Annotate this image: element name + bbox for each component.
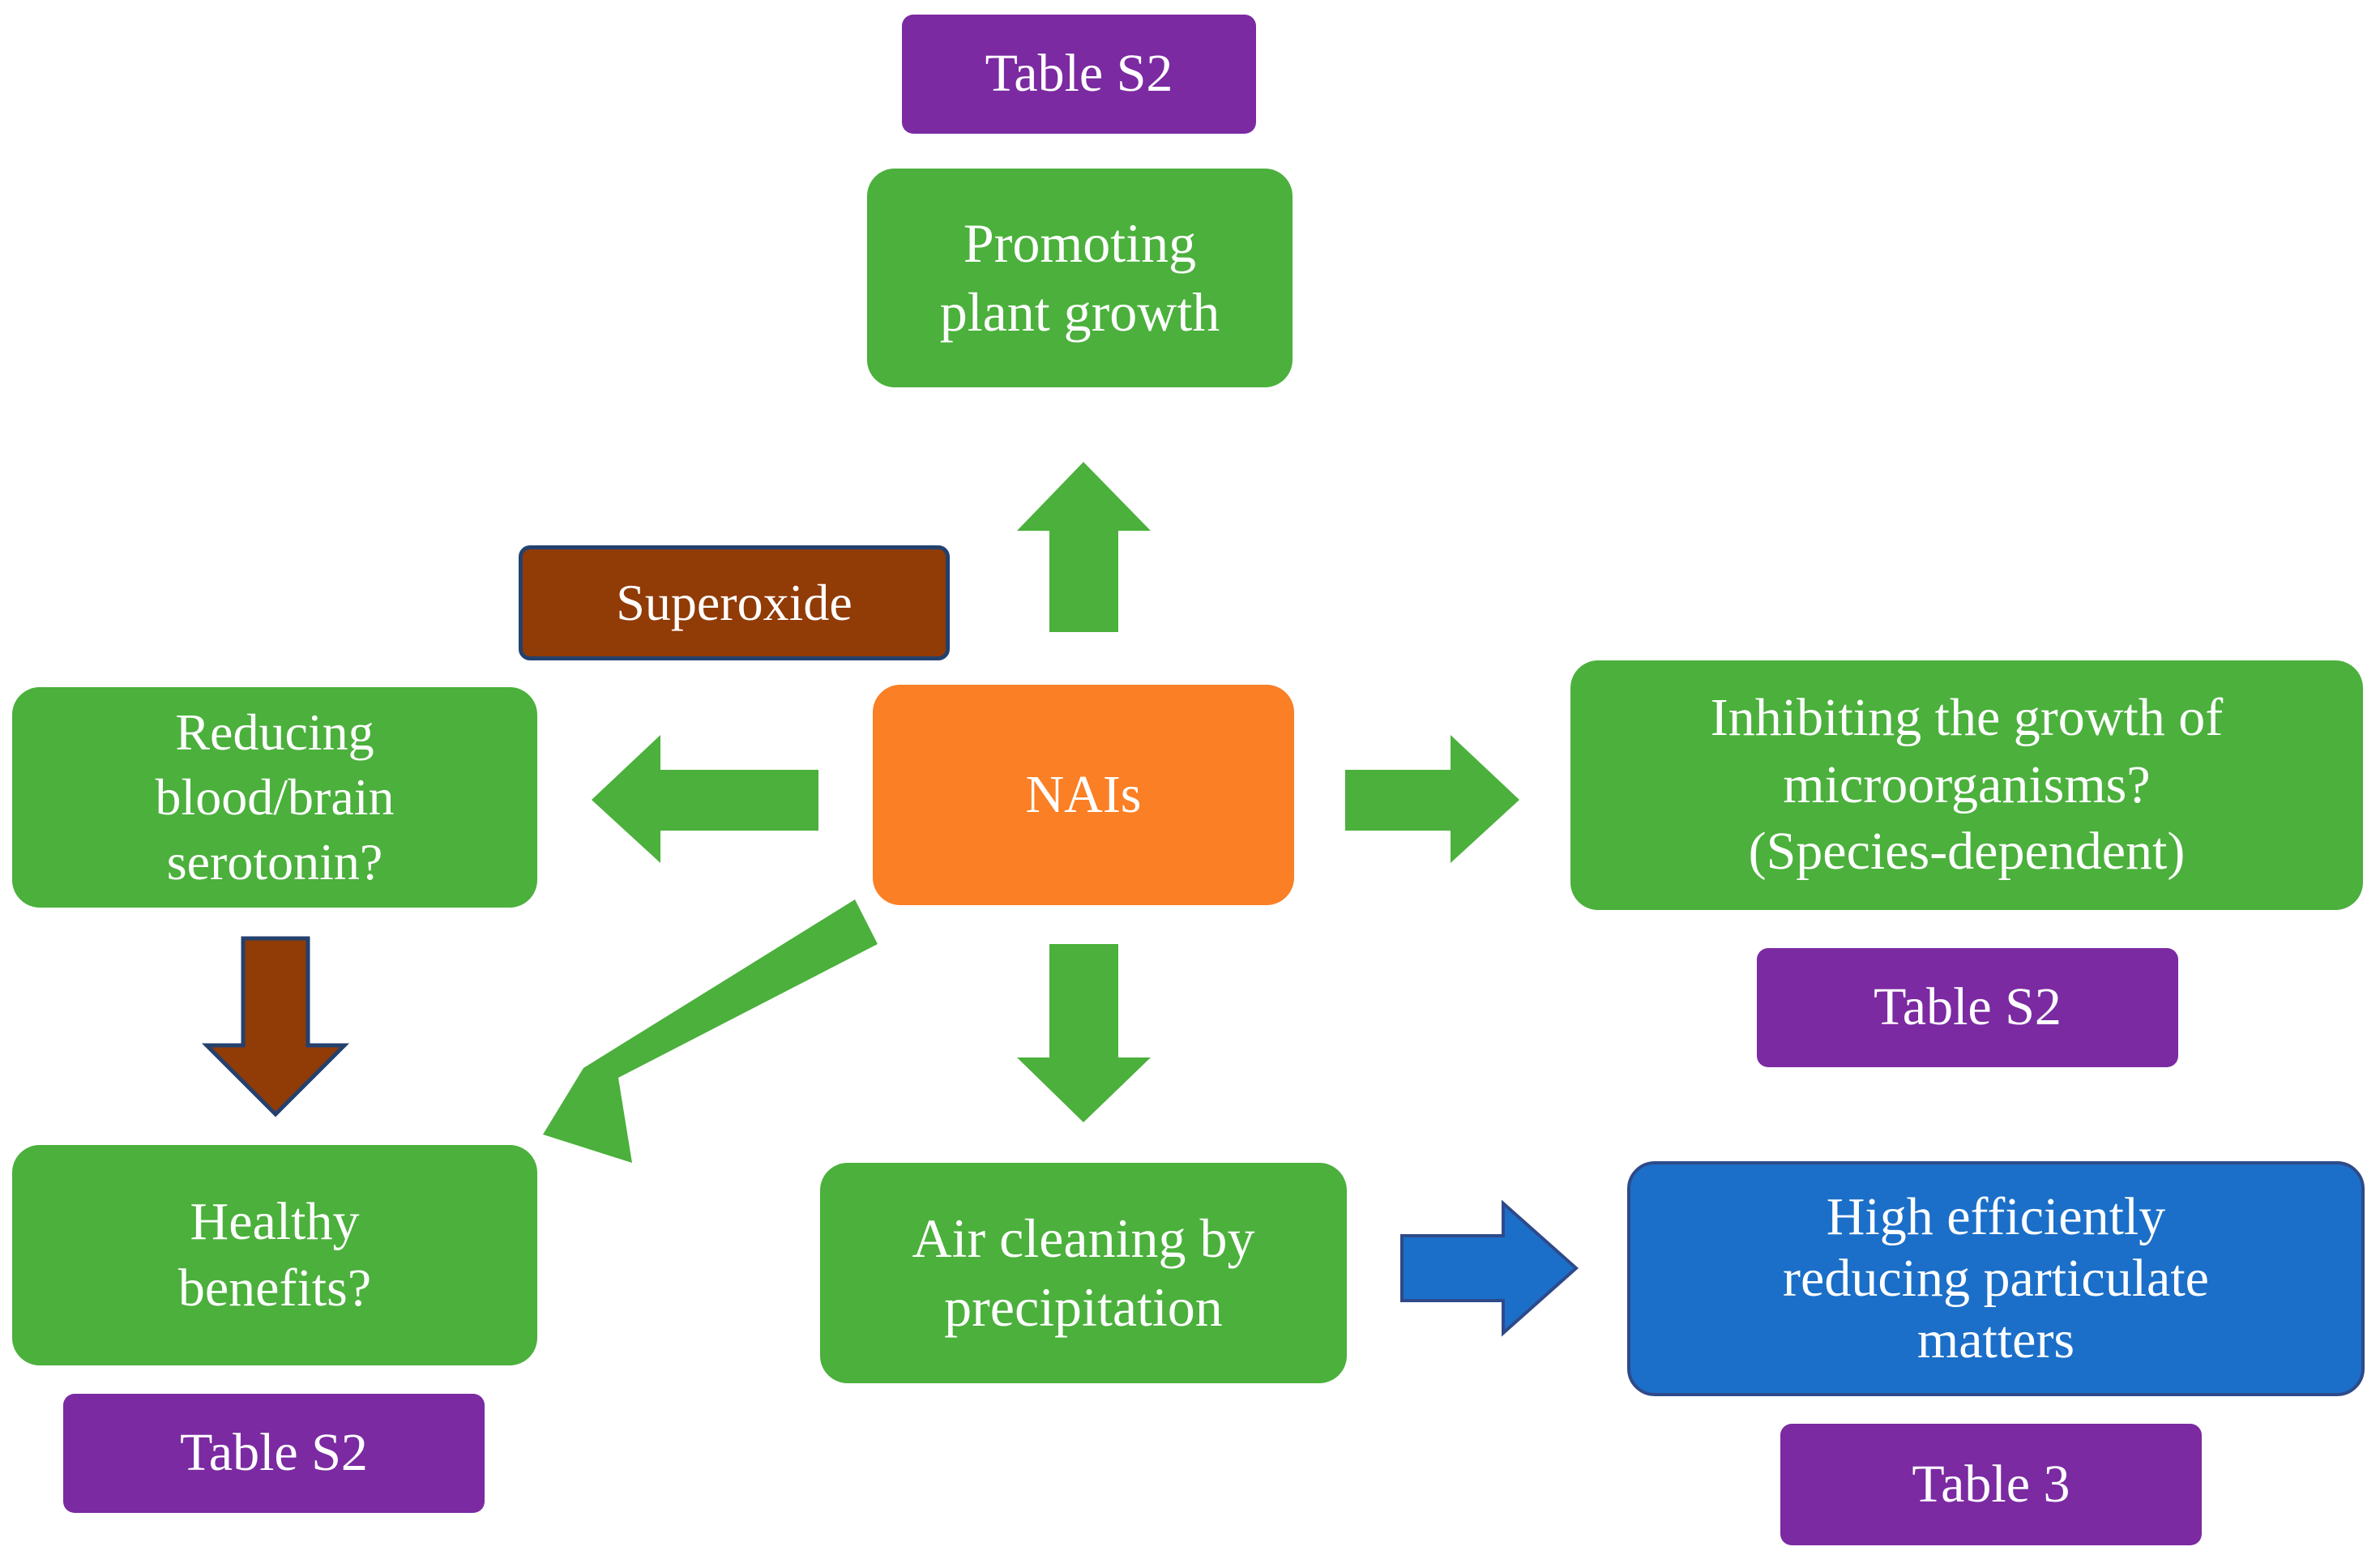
node-particulate: High efficiently reducing particulate ma… [1627, 1161, 2365, 1396]
reference-badge-microorganisms: Table S2 [1757, 948, 2178, 1067]
arrow-diagonal-to-health [543, 899, 878, 1163]
node-health: Healthy benefits? [12, 1145, 537, 1365]
arrow-up-to-plant-growth [1017, 462, 1151, 632]
arrow-left-to-serotonin [592, 735, 818, 863]
reference-label: Table S2 [1874, 977, 2062, 1037]
reference-label: Table S2 [180, 1423, 368, 1483]
reference-label: Table 3 [1912, 1454, 2070, 1514]
arrow-right-to-particulate [1400, 1199, 1579, 1337]
arrow-down-to-air-cleaning [1017, 944, 1151, 1122]
node-label: Healthy benefits? [177, 1191, 372, 1318]
node-superoxide: Superoxide [519, 545, 950, 660]
node-plant-growth: Promoting plant growth [867, 169, 1293, 387]
node-label: High efficiently reducing particulate ma… [1783, 1187, 2209, 1369]
node-label: Superoxide [616, 574, 852, 631]
reference-badge-health: Table S2 [63, 1394, 485, 1513]
node-air-cleaning: Air cleaning by precipitation [820, 1163, 1347, 1383]
node-label: Promoting plant growth [939, 212, 1220, 343]
node-label: Air cleaning by precipitation [912, 1207, 1255, 1338]
arrow-down-serotonin-to-health [201, 936, 350, 1117]
node-label: Inhibiting the growth of microorganisms?… [1710, 688, 2224, 882]
node-label: NAIs [1025, 764, 1142, 824]
arrow-right-to-microorganisms [1345, 735, 1519, 863]
reference-label: Table S2 [985, 44, 1173, 104]
node-label: Reducing blood/brain serotonin? [155, 703, 395, 891]
node-serotonin: Reducing blood/brain serotonin? [12, 687, 537, 908]
reference-badge-particulate: Table 3 [1780, 1424, 2202, 1545]
reference-badge-plant-growth: Table S2 [902, 15, 1256, 134]
node-center-nais: NAIs [873, 685, 1294, 905]
node-microorganisms: Inhibiting the growth of microorganisms?… [1570, 660, 2363, 910]
